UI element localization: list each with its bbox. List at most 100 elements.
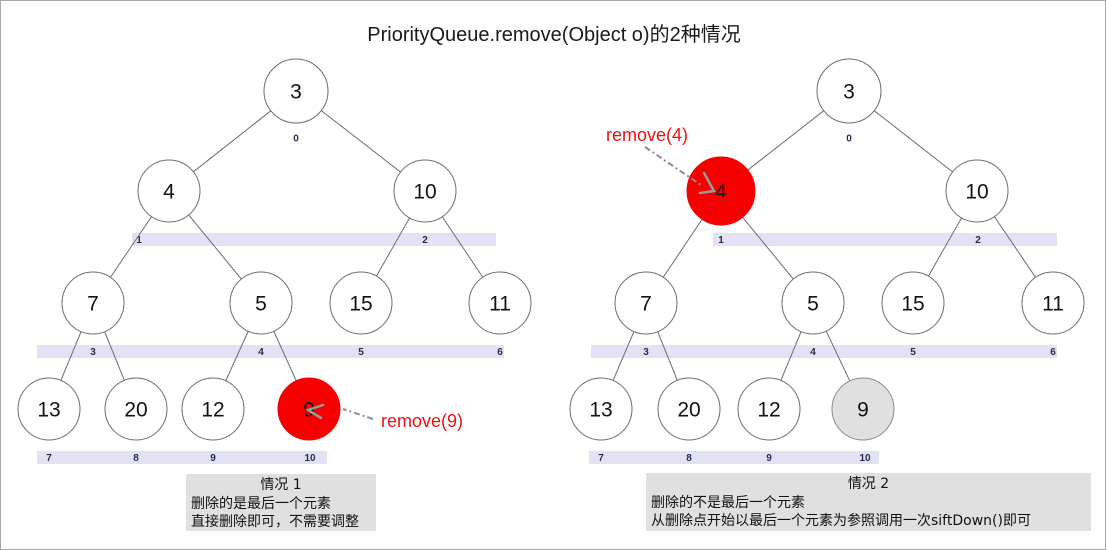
left-tree-node[interactable]: 7 <box>61 271 125 335</box>
right-callout: remove(4) <box>606 125 716 195</box>
right-caption-line-2: 从删除点开始以最后一个元素为参照调用一次siftDown()即可 <box>651 512 1031 529</box>
right-tree-edge <box>873 110 953 173</box>
left-node-circle <box>229 271 293 335</box>
left-index-label: 6 <box>497 347 503 358</box>
left-node-value: 3 <box>290 81 302 104</box>
left-node-value: 15 <box>349 293 372 316</box>
right-index-band <box>713 233 1057 246</box>
left-index-label: 7 <box>46 453 52 464</box>
right-index-label: 9 <box>766 453 772 464</box>
left-index-label: 8 <box>133 453 139 464</box>
right-tree-node[interactable]: 11 <box>1021 271 1085 335</box>
right-node-value: 13 <box>589 399 612 422</box>
left-tree-node[interactable]: 12 <box>181 377 245 441</box>
left-tree-edge <box>60 331 82 381</box>
right-tree-node[interactable]: 13 <box>569 377 633 441</box>
right-node-value: 9 <box>857 399 869 422</box>
left-tree-edge <box>225 331 249 381</box>
right-index-label: 1 <box>718 235 724 246</box>
right-index-band <box>591 345 1057 358</box>
left-callout: remove(9) <box>305 403 463 431</box>
left-node-value: 5 <box>255 293 267 316</box>
right-tree-edge <box>993 216 1037 278</box>
left-node-value: 13 <box>37 399 60 422</box>
right-tree-edge <box>927 217 963 277</box>
right-index-label: 10 <box>859 453 871 464</box>
left-node-value: 12 <box>201 399 224 422</box>
right-index-label: 8 <box>686 453 692 464</box>
left-node-value: 11 <box>489 293 511 316</box>
left-tree-node[interactable]: 3 <box>263 58 329 124</box>
right-node-value: 10 <box>965 181 988 204</box>
left-index-label: 1 <box>136 235 142 246</box>
left-tree-edge <box>188 214 242 280</box>
right-node-value: 11 <box>1042 293 1064 316</box>
right-index-label: 3 <box>643 347 649 358</box>
left-node-value: 10 <box>413 181 436 204</box>
right-index-label: 2 <box>975 235 981 246</box>
right-tree-node[interactable]: 4 <box>686 156 756 226</box>
left-node-circle <box>263 58 329 124</box>
right-node-value: 15 <box>901 293 924 316</box>
right-node-circle <box>881 271 945 335</box>
right-tree-edge <box>780 331 802 381</box>
left-index-label: 2 <box>422 235 428 246</box>
left-tree-edge <box>193 110 272 173</box>
left-node-circle <box>393 159 457 223</box>
right-node-circle <box>781 271 845 335</box>
left-root-index-label: 0 <box>293 134 299 145</box>
right-tree-edge <box>747 110 825 171</box>
right-tree-node[interactable]: 15 <box>881 271 945 335</box>
left-tree-node[interactable]: 10 <box>393 159 457 223</box>
left-tree-edge <box>104 331 125 381</box>
left-node-circle <box>104 377 168 441</box>
left-tree-node[interactable]: 15 <box>329 271 393 335</box>
right-node-circle <box>945 159 1009 223</box>
left-tree-edge <box>109 216 153 278</box>
right-tree-node[interactable]: 10 <box>945 159 1009 223</box>
left-index-band <box>37 451 327 464</box>
left-caption-line-1: 删除的是最后一个元素 <box>191 496 331 512</box>
left-tree-node[interactable]: 11 <box>468 271 532 335</box>
left-caption-box <box>186 474 376 531</box>
left-node-value: 4 <box>163 181 175 204</box>
right-tree-node[interactable]: 7 <box>614 271 678 335</box>
left-callout-leader-line <box>342 408 374 420</box>
right-tree-edge <box>657 331 678 381</box>
right-tree-edge <box>662 218 703 278</box>
right-tree-node[interactable]: 5 <box>781 271 845 335</box>
right-tree-edge <box>742 216 794 280</box>
right-tree-node[interactable]: 9 <box>831 377 895 441</box>
page-title: PriorityQueue.remove(Object o)的2种情况 <box>367 23 740 46</box>
left-tree-edge <box>375 217 411 277</box>
right-node-circle <box>737 377 801 441</box>
left-index-label: 5 <box>358 347 364 358</box>
right-node-value: 12 <box>757 399 780 422</box>
right-node-circle <box>1021 271 1085 335</box>
right-tree-node[interactable]: 20 <box>657 377 721 441</box>
left-index-label: 10 <box>304 453 316 464</box>
left-node-circle <box>17 377 81 441</box>
left-caption: 情况 1 删除的是最后一个元素 直接删除即可，不需要调整 <box>186 474 376 531</box>
left-tree-node[interactable]: 20 <box>104 377 168 441</box>
right-callout-arrowhead <box>698 171 716 195</box>
left-node-value: 20 <box>124 399 147 422</box>
left-node-circle <box>137 159 201 223</box>
left-tree-node[interactable]: 13 <box>17 377 81 441</box>
right-caption: 情况 2 删除的不是最后一个元素 从删除点开始以最后一个元素为参照调用一次sif… <box>646 473 1091 531</box>
left-tree-node[interactable]: 4 <box>137 159 201 223</box>
left-tree-node[interactable]: 5 <box>229 271 293 335</box>
right-tree-node[interactable]: 3 <box>816 58 882 124</box>
right-node-value: 7 <box>640 293 652 316</box>
right-index-label: 5 <box>910 347 916 358</box>
right-tree-node[interactable]: 12 <box>737 377 801 441</box>
left-tree-edge <box>320 110 401 173</box>
right-node-circle <box>831 377 895 441</box>
right-tree-edge <box>825 330 851 382</box>
